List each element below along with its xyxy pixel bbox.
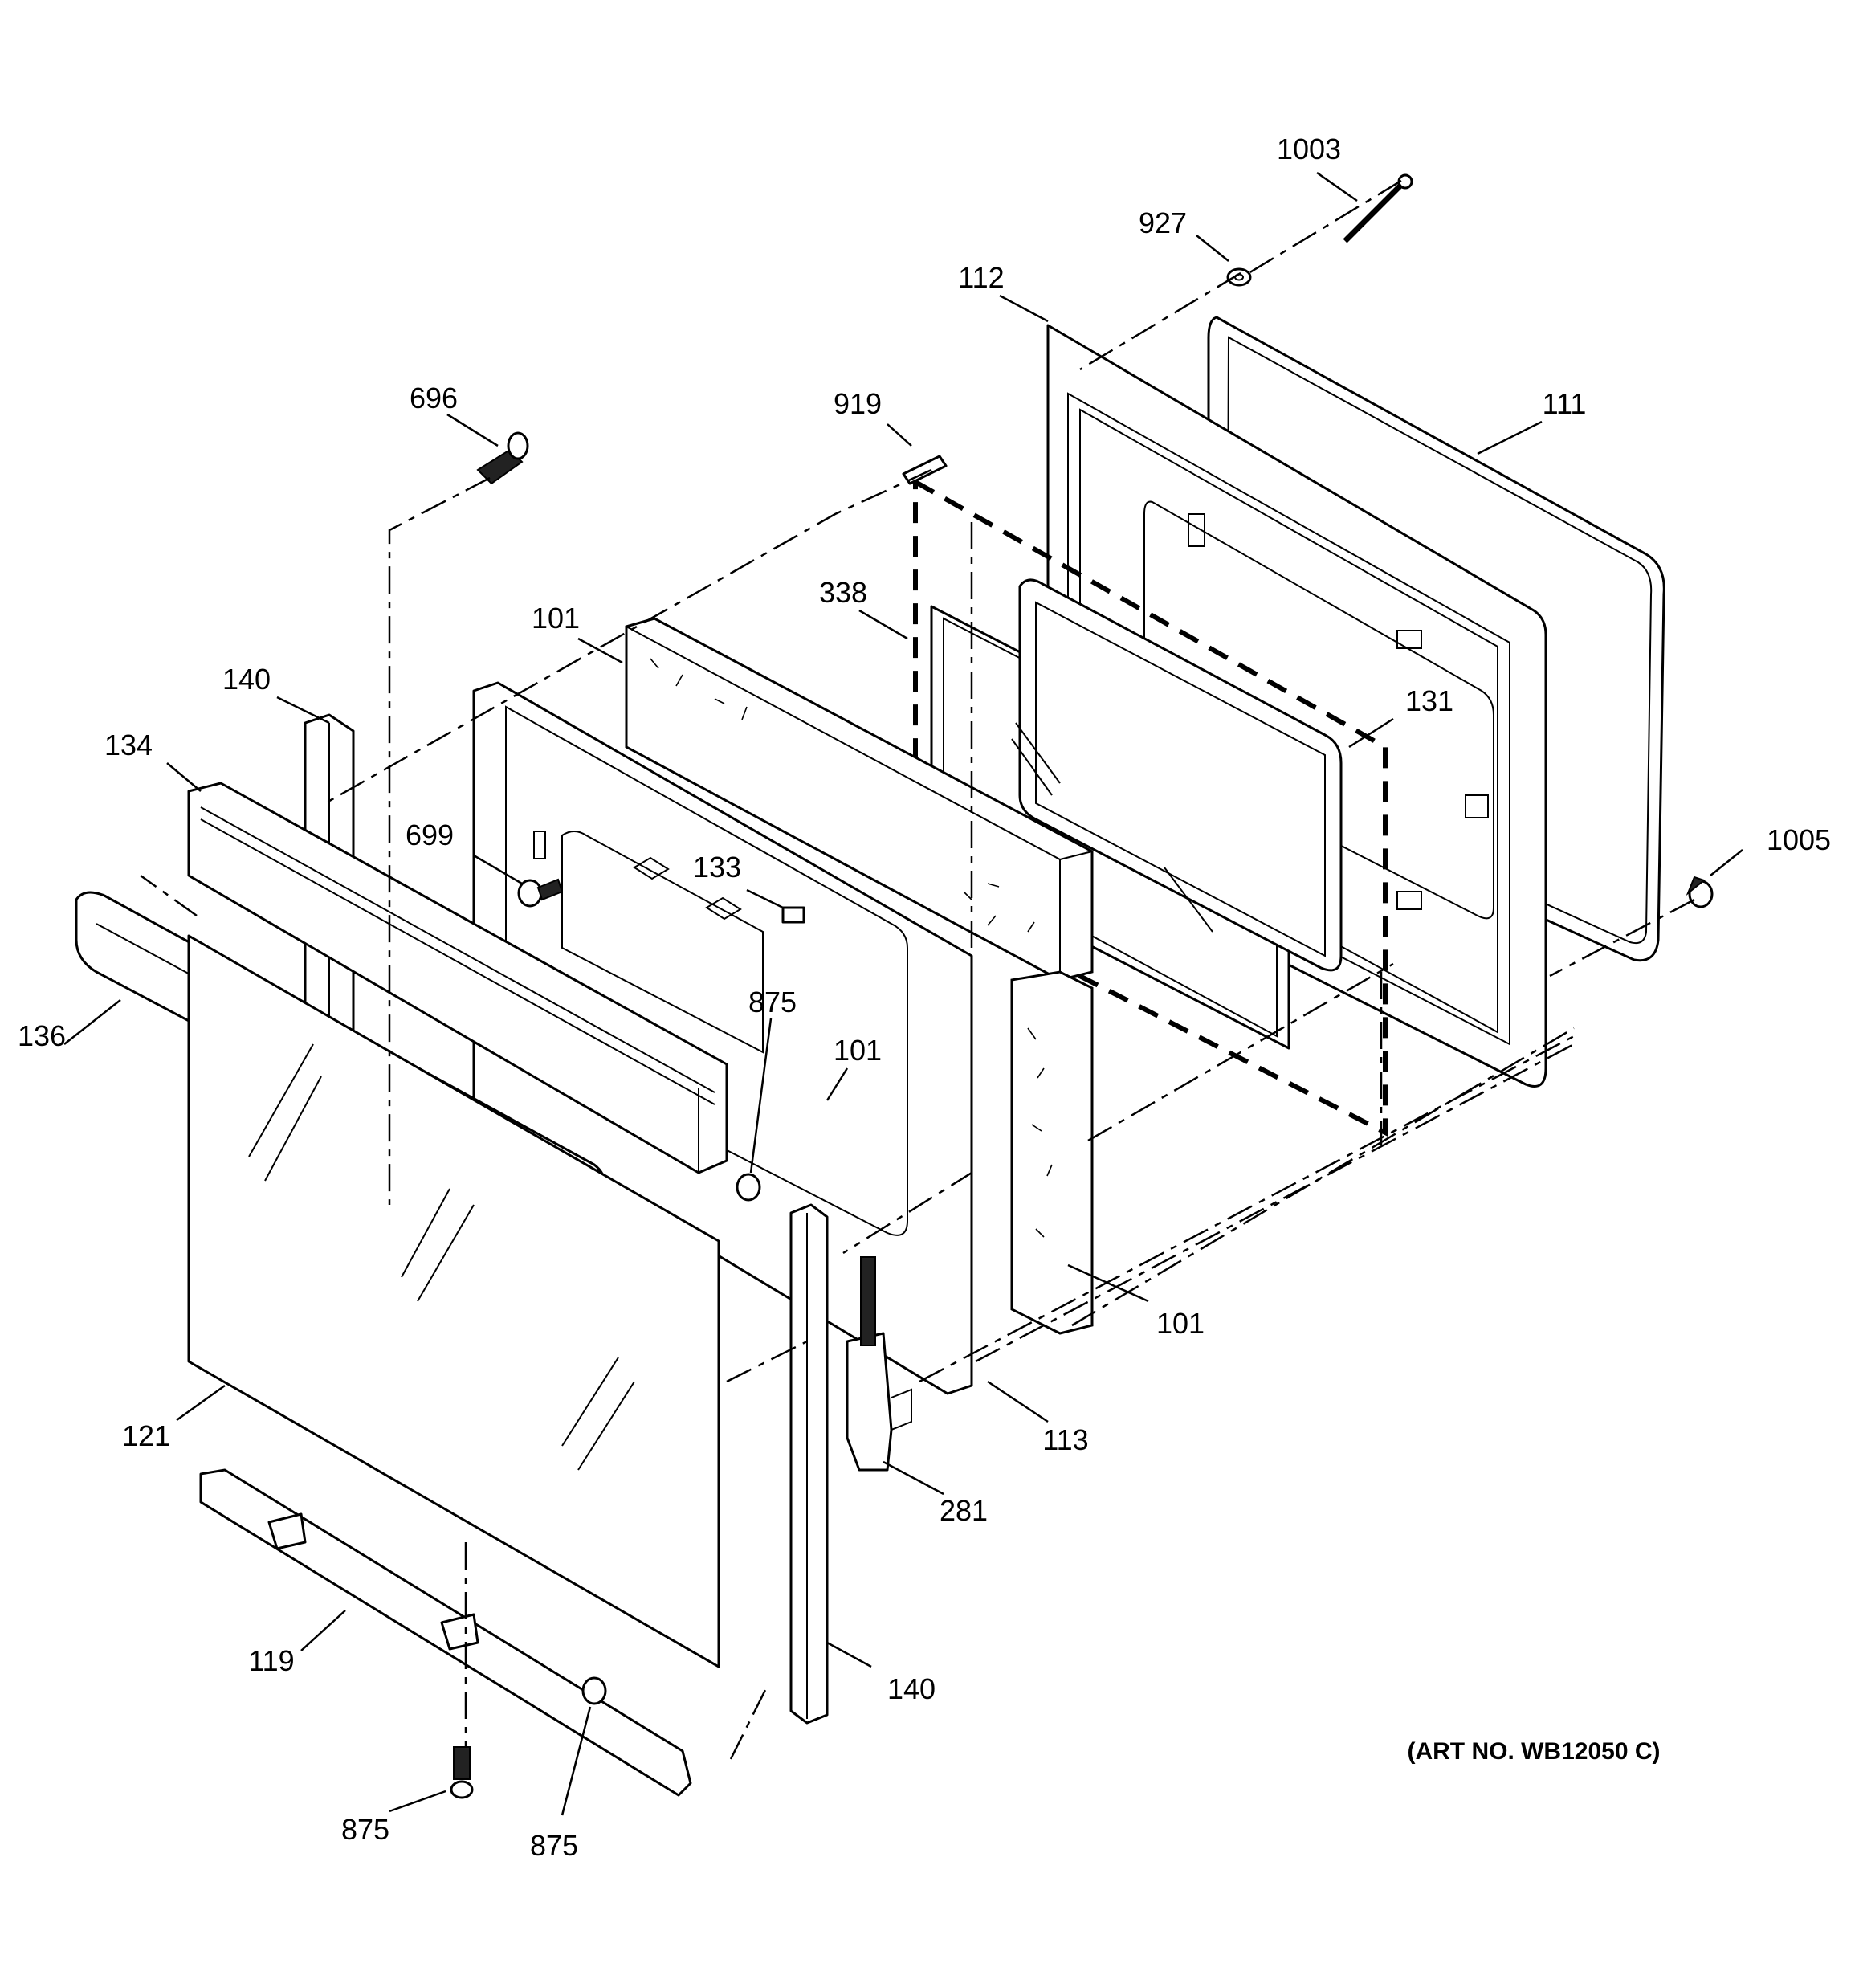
callout-134: 134 [104, 729, 153, 761]
part-101-insulation-right [1010, 970, 1094, 1335]
callout-labels: 1003 927 112 111 696 919 338 101 131 140… [18, 133, 1831, 1862]
part-131-door-gasket [913, 477, 1388, 1137]
callout-1005: 1005 [1767, 823, 1831, 856]
part-134-vent-trim [187, 782, 728, 1174]
callout-875-lower-left: 875 [341, 1813, 389, 1846]
callout-101-mid: 101 [834, 1034, 882, 1067]
part-875-screw-upper [736, 1173, 761, 1202]
callout-121: 121 [122, 1419, 170, 1452]
part-133-clip [781, 906, 805, 924]
callout-875-upper: 875 [748, 986, 797, 1018]
part-875-screw-lower-right [581, 1676, 607, 1705]
callout-133: 133 [693, 851, 741, 884]
callout-111: 111 [1543, 387, 1587, 420]
leader-lines [63, 171, 1743, 1816]
callout-131: 131 [1405, 684, 1453, 717]
callout-136: 136 [18, 1019, 66, 1052]
callout-119: 119 [248, 1644, 294, 1677]
part-119-bottom-trim [199, 1468, 692, 1797]
callout-112: 112 [958, 261, 1004, 294]
part-1005-screw [1686, 876, 1714, 908]
callout-696: 696 [410, 382, 458, 414]
callout-699: 699 [406, 818, 454, 851]
part-121-outer-glass [187, 934, 720, 1668]
callout-113: 113 [1042, 1423, 1088, 1456]
part-927-washer [1226, 267, 1252, 287]
callout-338: 338 [819, 576, 867, 609]
callout-140-lower: 140 [887, 1672, 936, 1705]
part-101-insulation-top [625, 617, 1094, 982]
callout-927: 927 [1139, 206, 1187, 239]
part-699-screw [517, 878, 564, 908]
part-875-screw-lower-left [450, 1746, 474, 1799]
callout-919: 919 [834, 387, 882, 420]
part-281-hinge [846, 1256, 912, 1472]
alignment-lines [140, 179, 1695, 1760]
callout-140-upper: 140 [222, 663, 271, 696]
part-140-side-rail-right [789, 1203, 829, 1725]
callout-1003: 1003 [1277, 133, 1341, 165]
art-number-label: (ART NO. WB12050 C) [1407, 1738, 1660, 1765]
callout-281: 281 [940, 1494, 988, 1527]
callout-875-lower-right: 875 [530, 1829, 578, 1862]
callout-101-top: 101 [532, 602, 580, 635]
callout-101-lower: 101 [1156, 1307, 1205, 1340]
part-696-screw [476, 431, 529, 485]
